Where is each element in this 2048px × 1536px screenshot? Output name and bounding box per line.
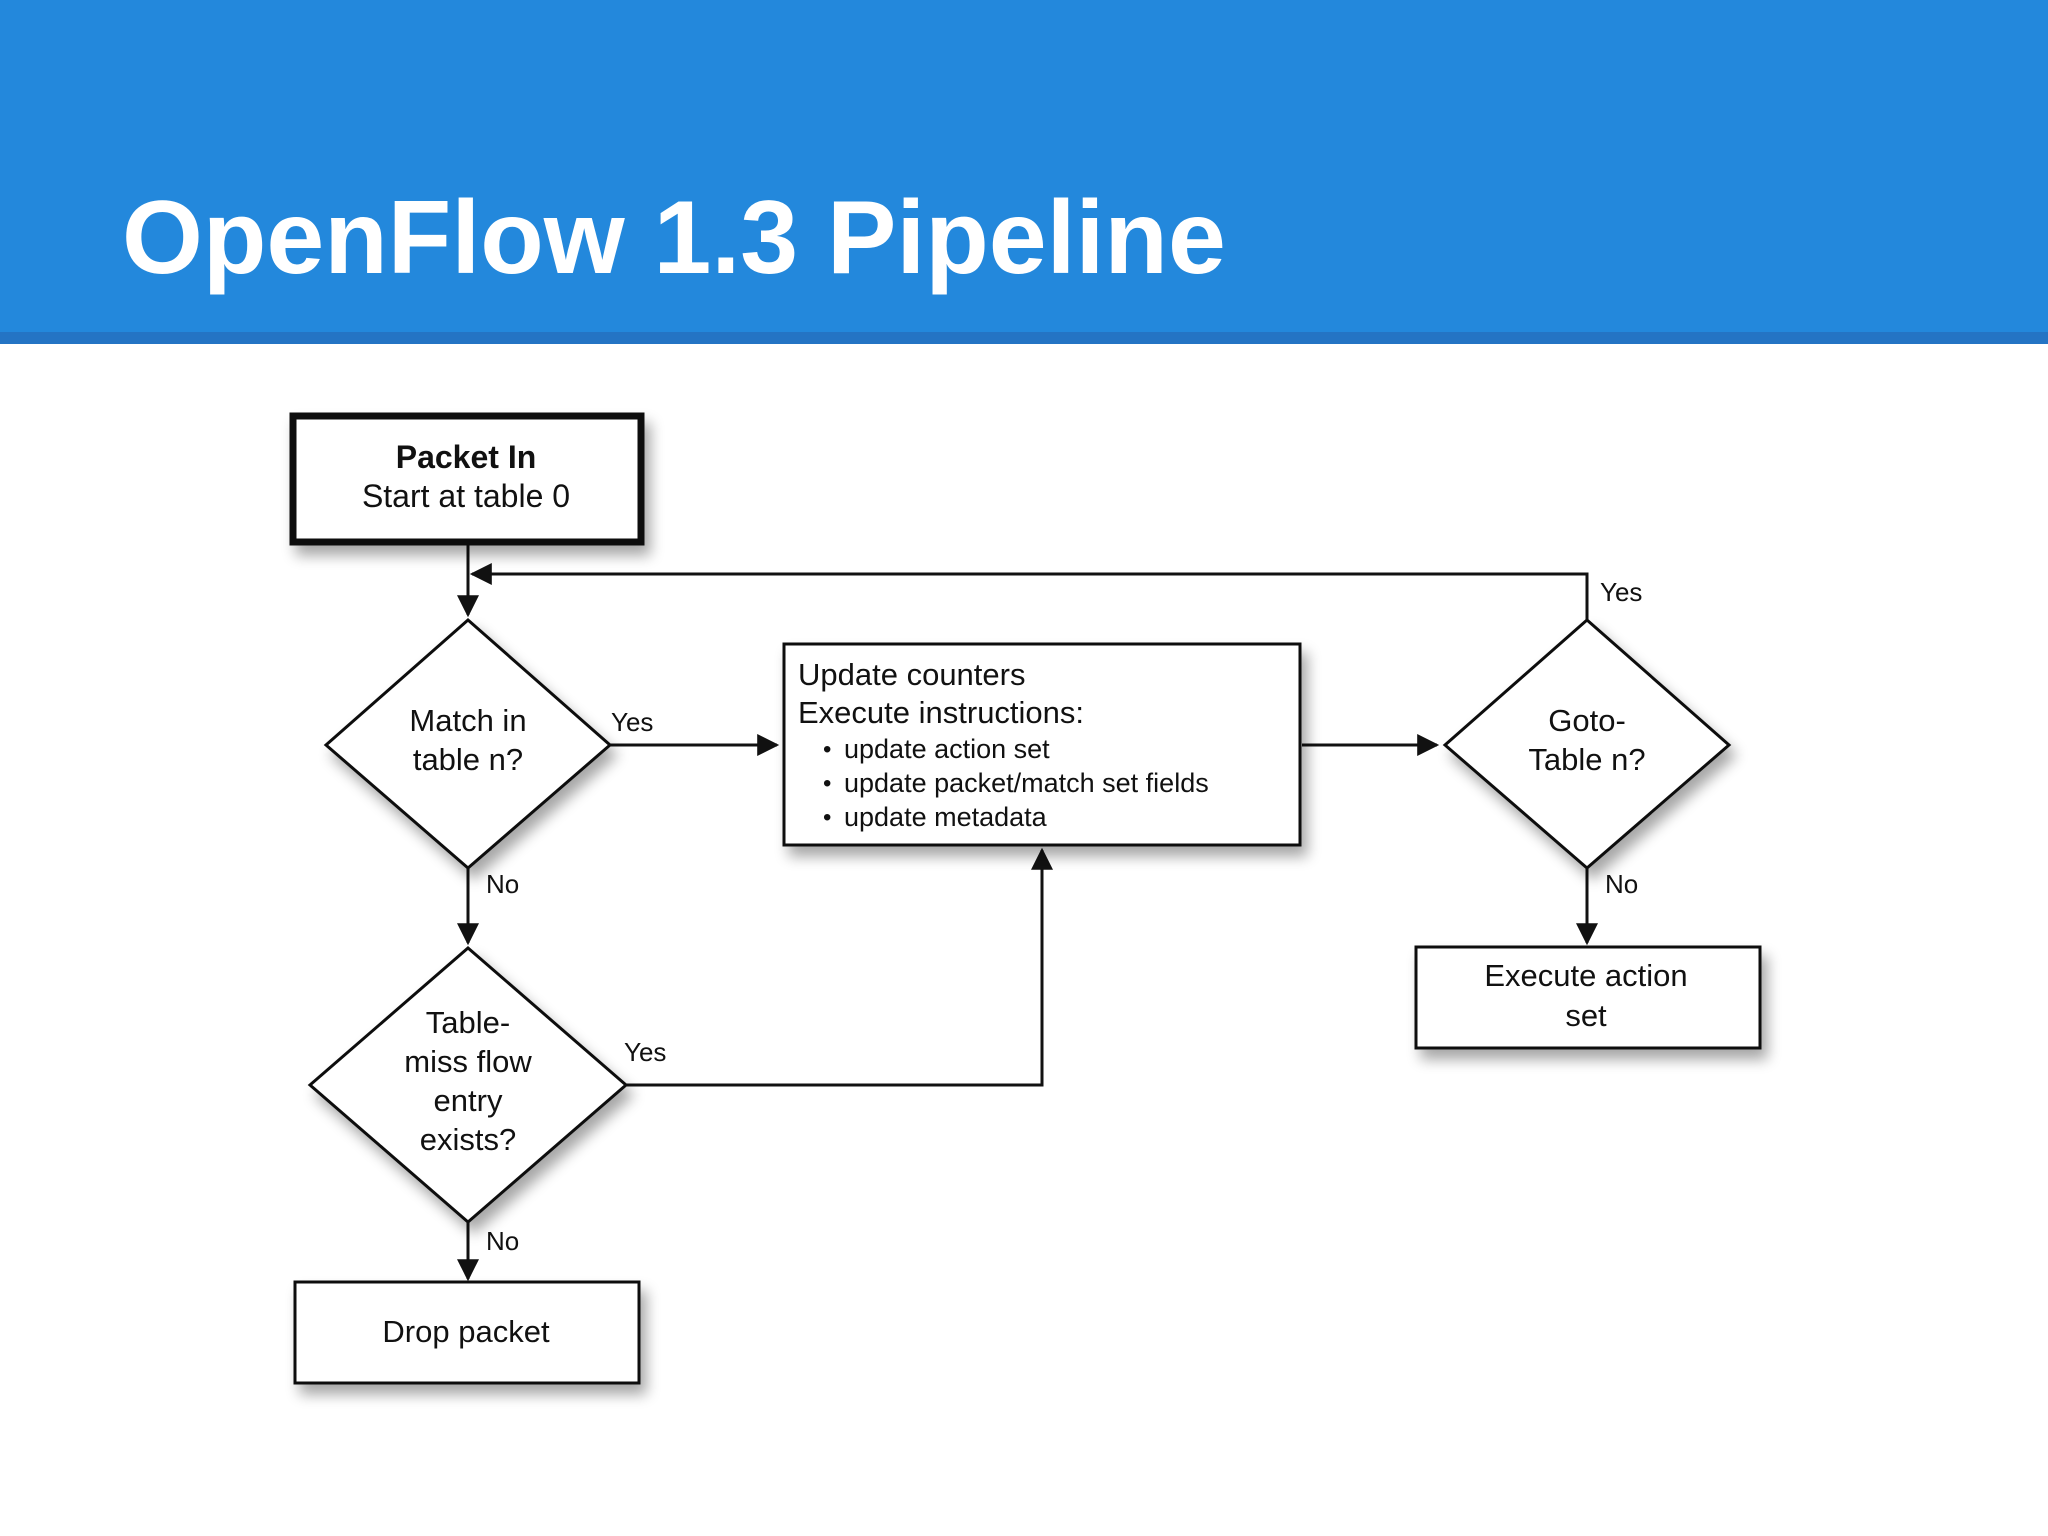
goto-decision-line2: Table n? xyxy=(1528,742,1645,777)
update-box-line1: Update counters xyxy=(798,657,1025,692)
table-miss-line3: entry xyxy=(434,1083,503,1118)
packet-in-node: Packet In Start at table 0 xyxy=(289,412,645,546)
match-decision-node: Match in table n? xyxy=(323,618,613,870)
tablemiss-yes-label: Yes xyxy=(624,1037,666,1067)
update-instructions-node: Update counters Execute instructions: • … xyxy=(782,642,1302,847)
execute-action-set-node: Execute action set xyxy=(1414,945,1762,1050)
arrow-goto-yes-loop xyxy=(469,563,1589,620)
execute-action-line2: set xyxy=(1565,998,1607,1033)
update-box-bullet-glyph: • xyxy=(823,770,831,797)
table-miss-decision-node: Table- miss flow entry exists? xyxy=(307,946,629,1224)
match-yes-label: Yes xyxy=(611,707,653,737)
table-miss-line4: exists? xyxy=(420,1122,516,1157)
connectors xyxy=(457,544,1598,1282)
title-bar-underline xyxy=(0,332,2048,344)
match-decision-line2: table n? xyxy=(413,742,523,777)
update-box-bullet-1: update action set xyxy=(844,734,1050,764)
update-box-bullet-3: update metadata xyxy=(844,802,1048,832)
table-miss-line1: Table- xyxy=(426,1005,510,1040)
execute-action-line1: Execute action xyxy=(1484,958,1687,993)
edge-labels: Yes No Yes No Yes No xyxy=(486,577,1642,1256)
update-box-bullet-2: update packet/match set fields xyxy=(844,768,1209,798)
arrow-tablemiss-yes-to-update xyxy=(626,847,1053,1087)
match-decision-line1: Match in xyxy=(409,703,526,738)
update-box-line2: Execute instructions: xyxy=(798,695,1084,730)
goto-yes-label: Yes xyxy=(1600,577,1642,607)
table-miss-line2: miss flow xyxy=(404,1044,532,1079)
goto-decision-line1: Goto- xyxy=(1548,703,1626,738)
goto-no-label: No xyxy=(1605,869,1638,899)
packet-in-title: Packet In xyxy=(396,439,537,475)
update-box-bullet-glyph: • xyxy=(823,736,831,763)
title-bar xyxy=(0,0,2048,332)
tablemiss-no-label: No xyxy=(486,1226,519,1256)
drop-packet-label: Drop packet xyxy=(382,1314,550,1349)
match-no-label: No xyxy=(486,869,519,899)
goto-decision-node: Goto- Table n? xyxy=(1442,618,1732,870)
slide-title: OpenFlow 1.3 Pipeline xyxy=(122,180,1226,296)
update-box-bullet-glyph: • xyxy=(823,804,831,831)
drop-packet-node: Drop packet xyxy=(293,1280,641,1385)
packet-in-subtitle: Start at table 0 xyxy=(362,478,570,514)
